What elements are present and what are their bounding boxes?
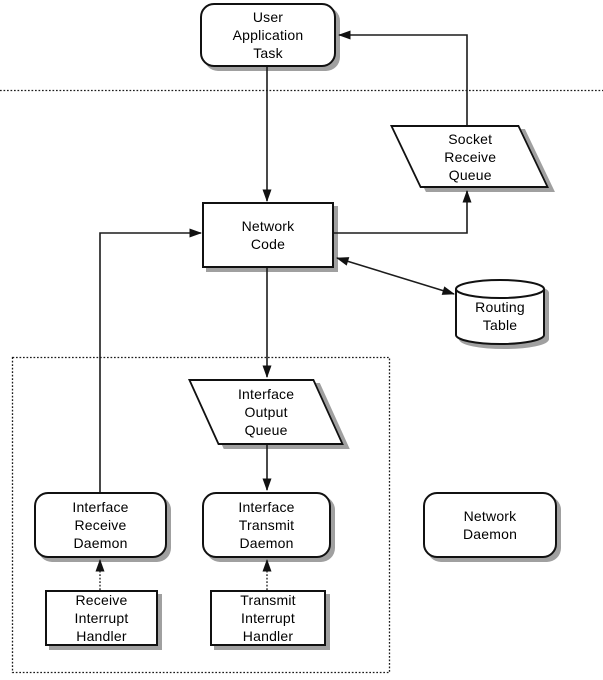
node-interface-transmit-daemon: Interface Transmit Daemon xyxy=(202,492,331,558)
routing-table-top xyxy=(455,279,545,299)
node-transmit-interrupt-handler: Transmit Interrupt Handler xyxy=(210,590,326,646)
node-network-code-label: Network Code xyxy=(241,218,295,252)
node-interface-receive-daemon-label: Interface Receive Daemon xyxy=(72,499,129,551)
node-socket-receive-queue-label: Socket Receive Queue xyxy=(443,130,496,183)
node-transmit-interrupt-handler-label: Transmit Interrupt Handler xyxy=(240,592,296,644)
node-socket-receive-queue: Socket Receive Queue xyxy=(390,125,550,188)
node-receive-interrupt-handler: Receive Interrupt Handler xyxy=(45,590,158,646)
node-user-application-task-label: User Application Task xyxy=(232,9,304,61)
edge-network-code-to-socket-queue xyxy=(334,190,472,234)
node-interface-transmit-daemon-label: Interface Transmit Daemon xyxy=(238,499,295,551)
node-routing-table-label: Routing Table xyxy=(475,299,525,333)
node-network-daemon-label: Network Daemon xyxy=(462,508,518,542)
node-network-daemon: Network Daemon xyxy=(423,492,557,558)
edge-receive-daemon-to-network-code xyxy=(99,228,202,492)
node-receive-interrupt-handler-label: Receive Interrupt Handler xyxy=(74,592,129,644)
edge-socket-queue-to-user-app xyxy=(338,30,468,125)
node-interface-receive-daemon: Interface Receive Daemon xyxy=(34,492,167,558)
node-routing-table-label-box: Routing Table xyxy=(456,292,544,340)
node-network-code: Network Code xyxy=(202,202,334,268)
routing-table-body xyxy=(455,289,545,345)
node-interface-output-queue-label: Interface Output Queue xyxy=(237,386,295,438)
edge-network-code-routing-table xyxy=(336,257,455,295)
node-interface-output-queue: Interface Output Queue xyxy=(188,379,344,445)
node-user-application-task: User Application Task xyxy=(200,3,336,67)
node-routing-table xyxy=(455,279,549,349)
